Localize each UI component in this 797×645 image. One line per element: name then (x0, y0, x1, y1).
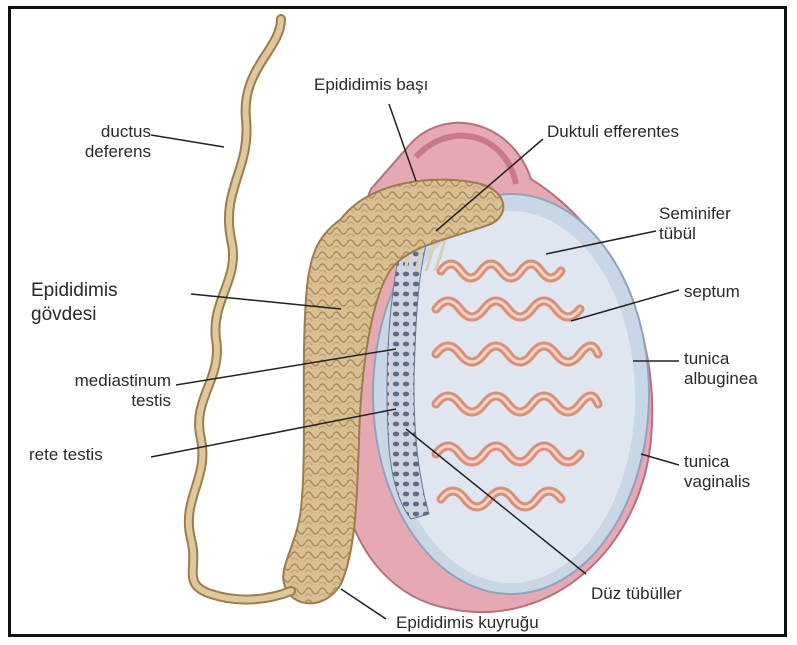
label-duz-tubuller: Düz tübüller (591, 584, 682, 604)
label-duktuli-efferentes: Duktuli efferentes (547, 122, 679, 142)
ductus-deferens (189, 19, 291, 600)
label-seminifer-tubul: Seminifer tübül (659, 204, 731, 244)
testis-illustration (11, 9, 787, 637)
label-mediastinum-testis: mediastinum testis (21, 371, 171, 411)
label-epididimis-govdesi: Epididimis gövdesi (31, 279, 118, 327)
label-tunica-vaginalis: tunica vaginalis (684, 452, 750, 492)
label-septum: septum (684, 282, 740, 302)
label-ductus-deferens: ductus deferens (41, 122, 151, 162)
label-tunica-albuginea: tunica albuginea (684, 349, 758, 389)
label-rete-testis: rete testis (29, 445, 103, 465)
label-epididimis-basi: Epididimis başı (314, 75, 428, 95)
label-epididimis-kuyrugu: Epididimis kuyruğu (396, 613, 539, 633)
diagram-frame: ductus deferens Epididimis başı Duktuli … (8, 6, 787, 637)
